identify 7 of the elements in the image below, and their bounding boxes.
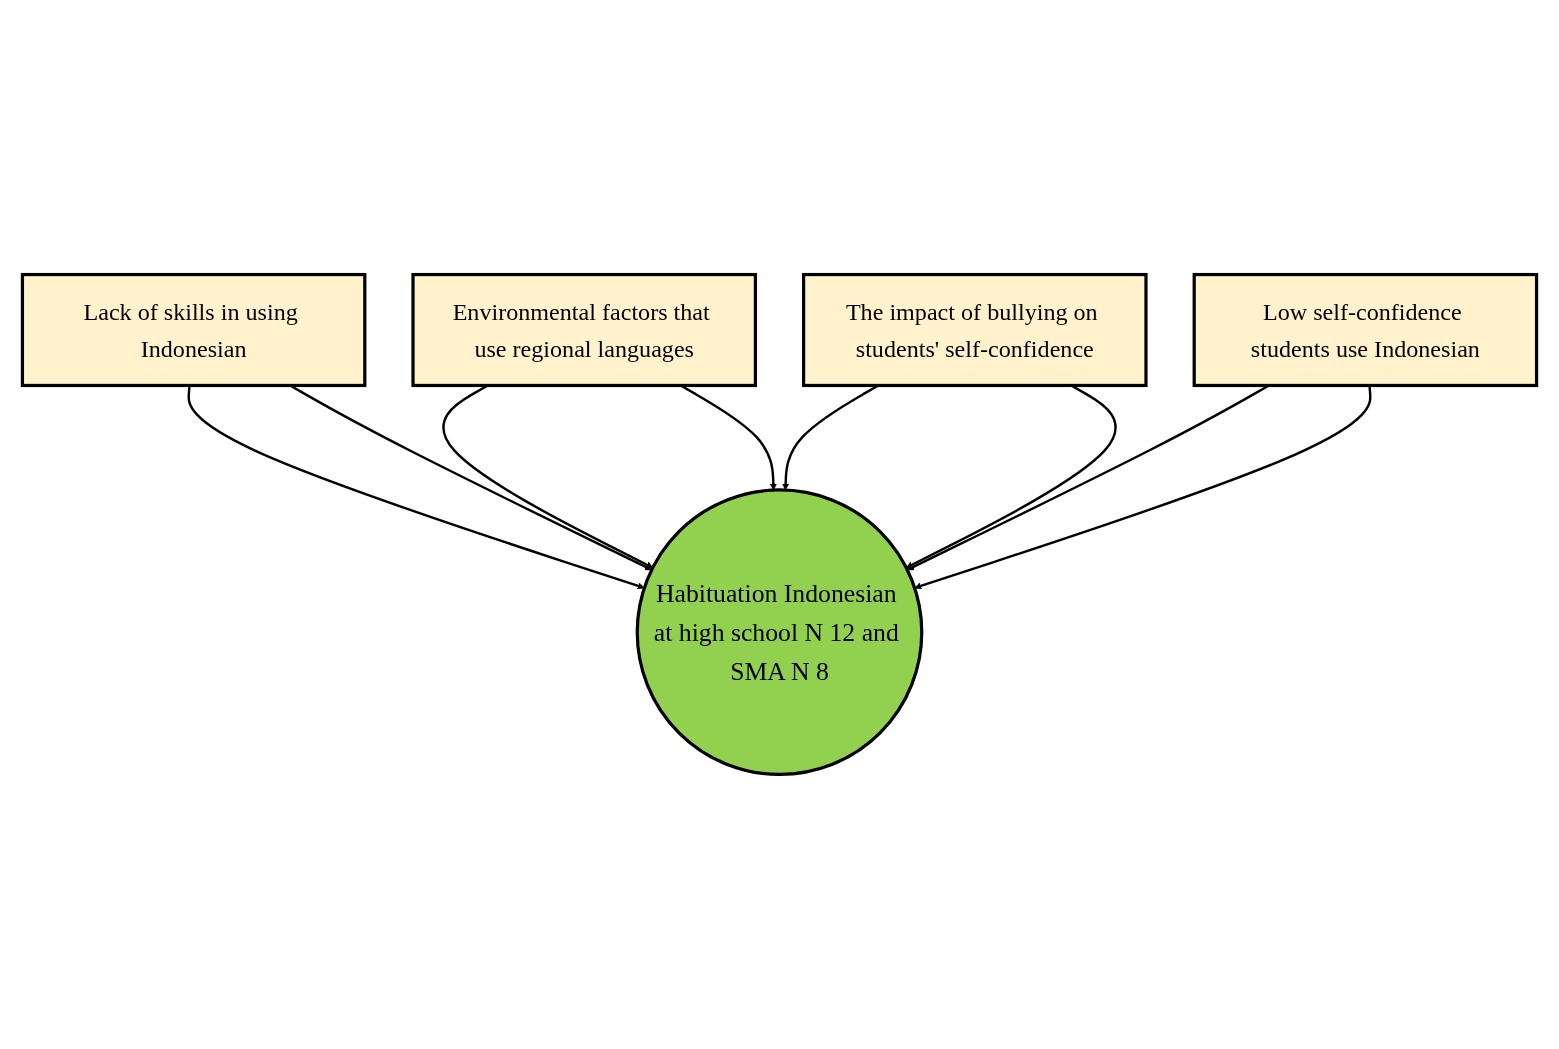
node-box: Low self-confidence students use Indonesian	[1192, 272, 1539, 388]
node-circle: Habituation Indonesian at high school N 12 and SMA N 8	[635, 488, 924, 777]
arrow	[187, 385, 645, 590]
node-box: Environmental factors that use regional languages	[411, 272, 757, 388]
node-box: The impact of bullying on students' self-confidence	[802, 272, 1148, 388]
arrow	[914, 385, 1372, 590]
node-box: Lack of skills in using Indonesian	[20, 272, 367, 388]
